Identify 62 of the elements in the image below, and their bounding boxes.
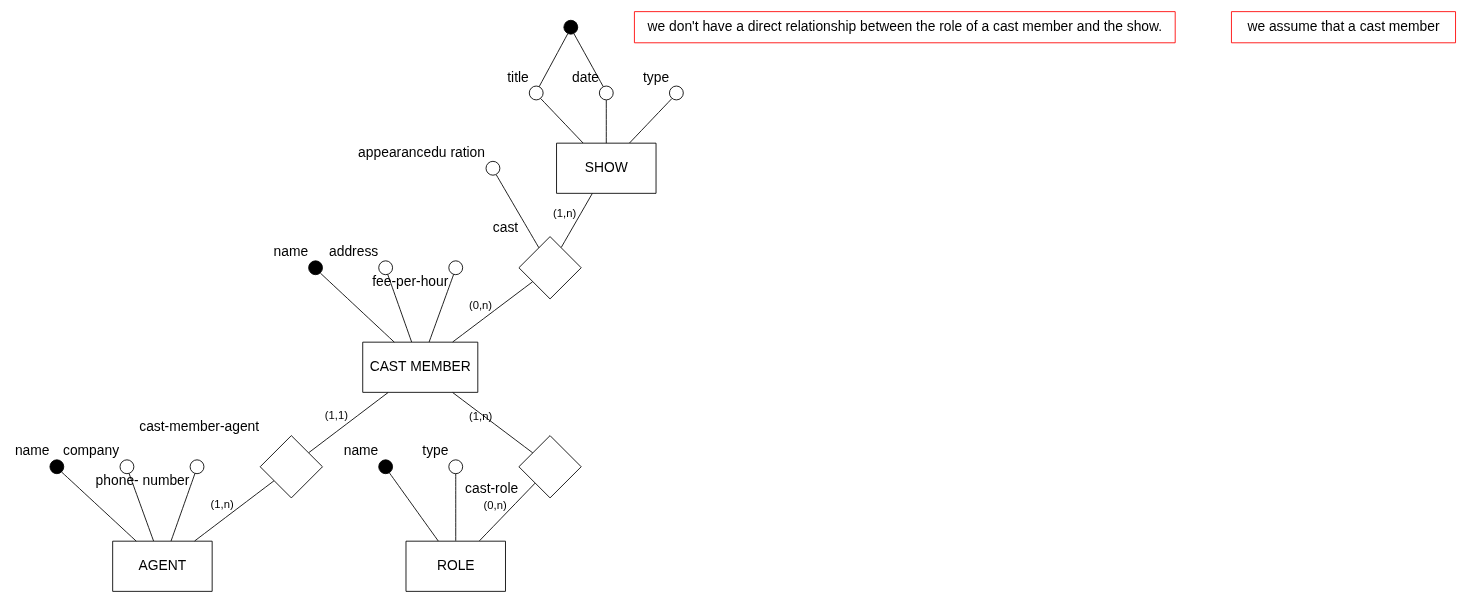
connector <box>479 482 536 542</box>
node-label: name <box>343 442 379 459</box>
connector <box>495 174 540 249</box>
node-label: cast-member-agent <box>139 418 260 435</box>
node-circle <box>598 85 614 101</box>
connector <box>452 281 533 343</box>
node-box: SHOW <box>556 142 657 194</box>
node-label: type <box>642 68 670 85</box>
node-label: date <box>572 68 599 85</box>
node-dot <box>378 459 393 475</box>
node-label: cast-role <box>465 480 519 497</box>
node-label: address <box>329 243 379 260</box>
connector <box>452 392 534 454</box>
node-box: we assume that a cast member <box>1231 11 1456 44</box>
node-circle <box>485 160 501 176</box>
node-label: appearancedu ration <box>358 143 485 160</box>
connector <box>170 473 196 542</box>
node-circle <box>448 260 464 276</box>
edge-label: (1,n) <box>553 207 577 220</box>
connector <box>538 33 569 88</box>
connector <box>389 472 439 542</box>
node-diamond <box>259 435 323 499</box>
edge-label: (0,n) <box>468 298 493 311</box>
node-diamond <box>518 435 582 499</box>
node-box: AGENT <box>112 540 213 592</box>
node-label: cast <box>492 219 519 236</box>
connector <box>128 473 154 542</box>
node-dot <box>563 19 579 35</box>
node-circle <box>528 85 544 101</box>
node-circle <box>669 85 684 101</box>
node-label: name <box>14 442 50 459</box>
node-circle <box>378 260 393 276</box>
connector <box>387 274 413 343</box>
connector <box>194 480 275 542</box>
node-label: title <box>507 68 529 85</box>
node-dot <box>308 260 323 276</box>
node-label: fee-per-hour <box>372 272 449 289</box>
node-label: name <box>273 243 309 260</box>
connector <box>455 473 457 542</box>
node-diamond <box>518 236 582 300</box>
node-dot <box>49 459 65 475</box>
edge-label: (0,n) <box>483 498 507 511</box>
node-circle <box>448 459 464 475</box>
node-box: CAST MEMBER <box>362 341 479 393</box>
node-label: phone- number <box>95 471 190 488</box>
connector <box>308 392 389 454</box>
connector <box>560 193 593 248</box>
edge-label: (1,1) <box>324 409 348 422</box>
node-box: ROLE <box>405 540 506 592</box>
node-label: company <box>62 442 120 459</box>
node-box: we don't have a direct relationship between the role of a cast member and the show. <box>633 11 1176 44</box>
connector <box>540 98 584 144</box>
connector <box>319 272 395 343</box>
connector <box>61 471 137 542</box>
connector <box>428 274 455 343</box>
node-circle <box>119 459 135 475</box>
connector <box>605 99 607 144</box>
node-label: type <box>422 442 449 459</box>
node-circle <box>189 459 205 475</box>
connector <box>573 33 604 88</box>
connector <box>629 98 673 144</box>
edge-label: (1,n) <box>210 497 234 510</box>
